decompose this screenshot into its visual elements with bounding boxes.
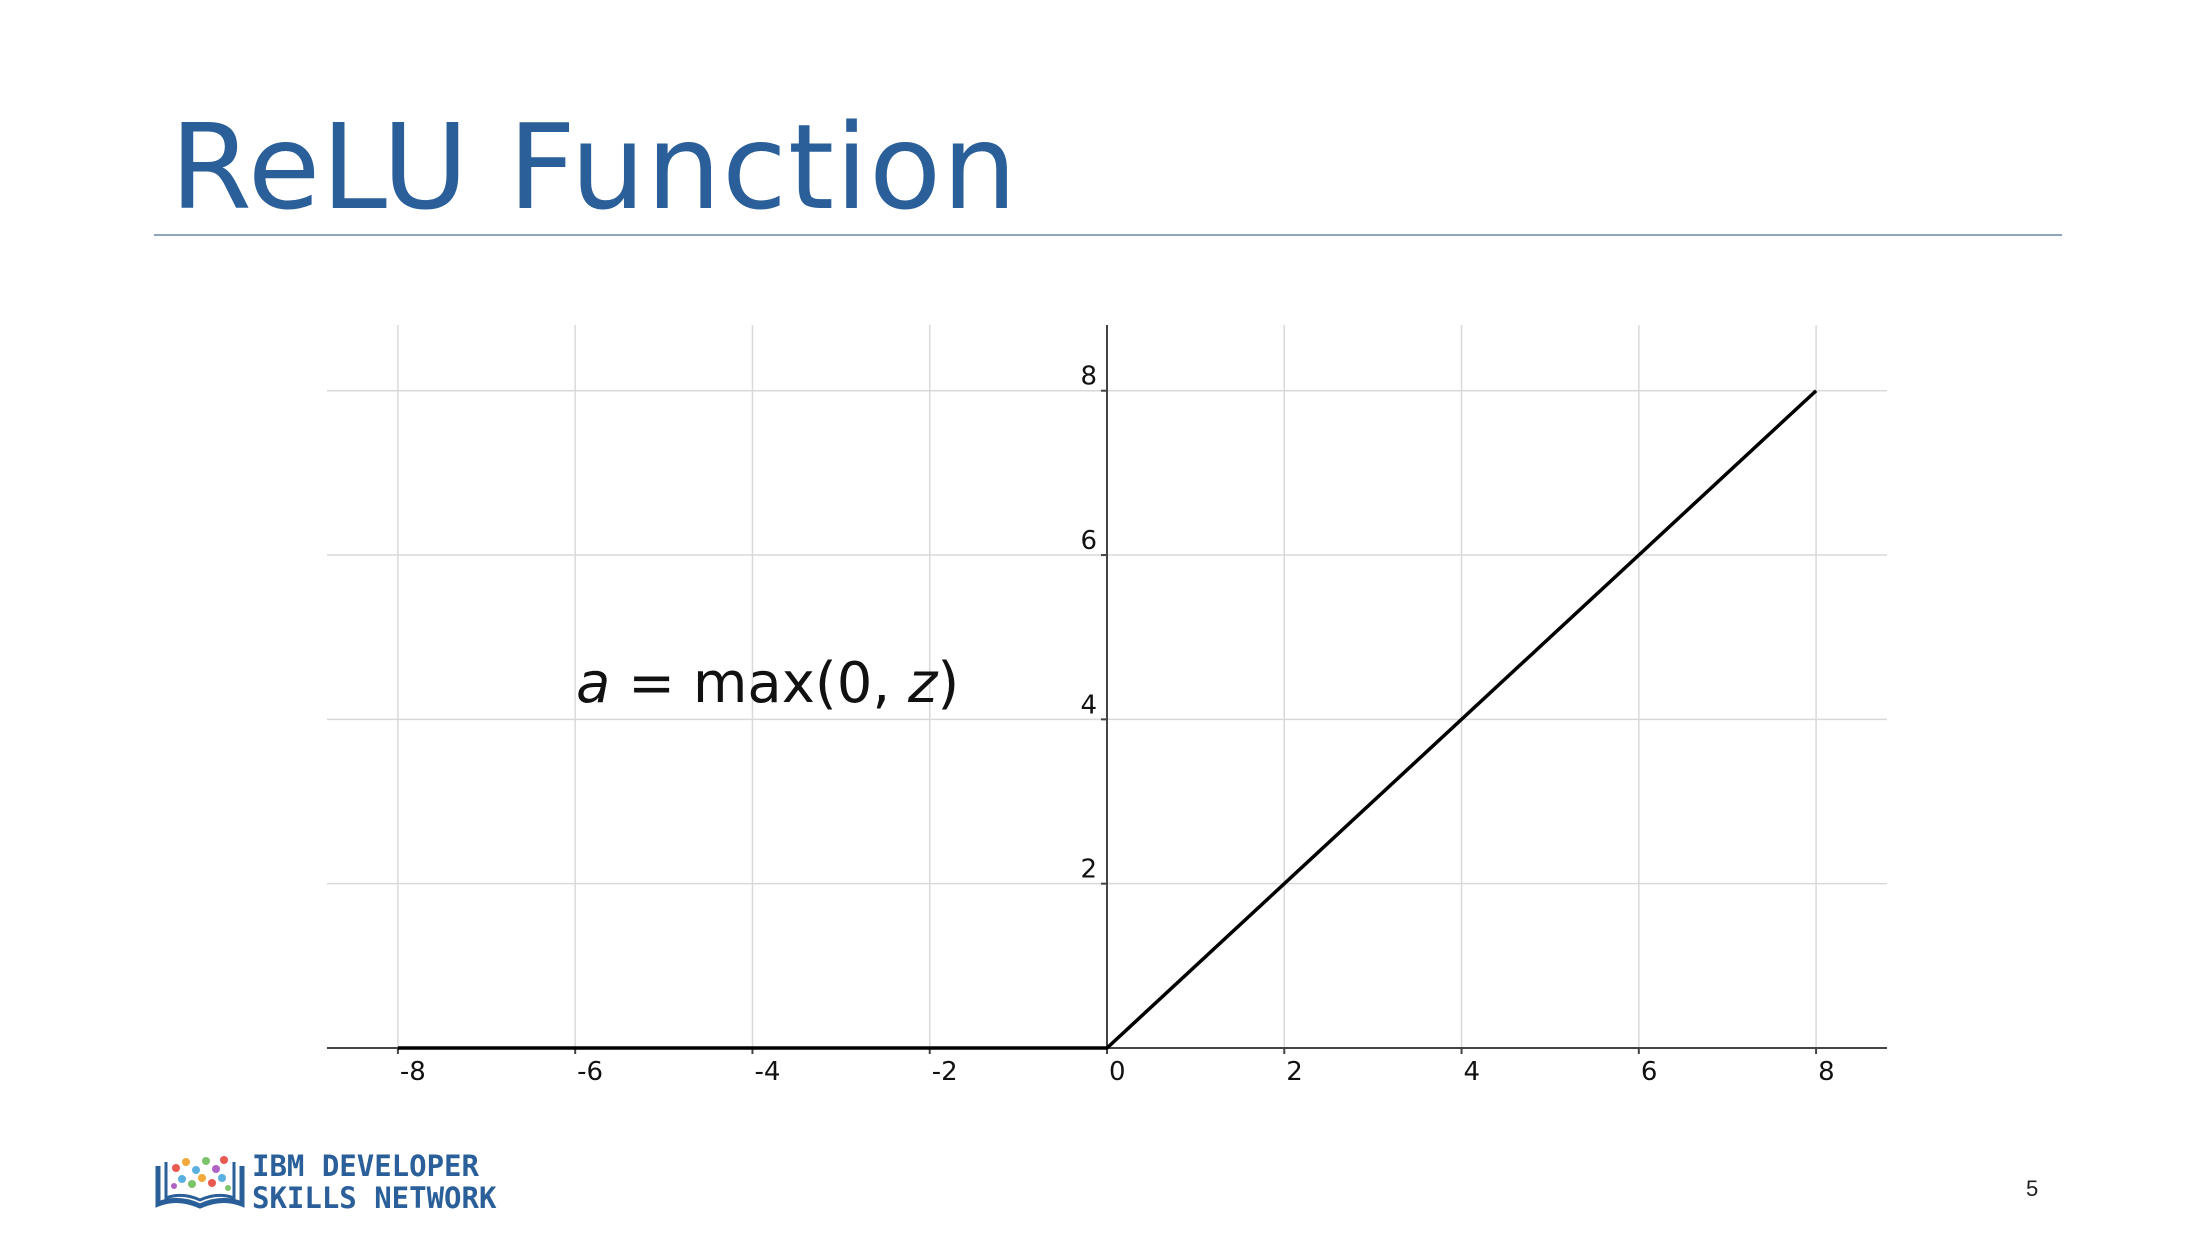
x-tick-label: 6: [1641, 1057, 1658, 1087]
formula-z: z: [907, 651, 939, 716]
chart-tick-labels: -8 -6 -4 -2 0 2 4 6 8 2 4 6 8: [400, 362, 1835, 1087]
relu-formula: a = max(0, z): [576, 651, 959, 716]
y-tick-label: 4: [1080, 690, 1097, 720]
x-tick-label: -4: [754, 1057, 780, 1087]
x-tick-label: 4: [1464, 1057, 1481, 1087]
y-tick-label: 6: [1080, 526, 1097, 556]
x-tick-label: -2: [932, 1057, 958, 1087]
chart-series: [397, 389, 1818, 1050]
relu-line: [397, 389, 1818, 1050]
y-tick-label: 8: [1080, 362, 1097, 392]
title-divider: [154, 234, 2062, 236]
slide-title: ReLU Function: [170, 98, 1018, 236]
x-tick-label: -8: [400, 1057, 426, 1087]
x-tick-label: -6: [577, 1057, 603, 1087]
logo-line-2: SKILLS NETWORK: [252, 1181, 497, 1215]
y-tick-label: 2: [1080, 855, 1097, 885]
page-number: 5: [2026, 1176, 2039, 1201]
ibm-developer-logo: IBM DEVELOPER SKILLS NETWORK: [154, 1150, 496, 1214]
logo-line-1: IBM DEVELOPER: [252, 1149, 479, 1183]
formula-a: a: [576, 651, 610, 716]
x-tick-label: 0: [1109, 1057, 1126, 1087]
formula-close: ): [937, 651, 959, 716]
book-dots-icon: [155, 1156, 245, 1209]
x-tick-label: 8: [1818, 1057, 1835, 1087]
x-tick-label: 2: [1286, 1057, 1303, 1087]
chart-axes: [327, 325, 1887, 1054]
formula-rest: = max(0,: [610, 651, 908, 716]
